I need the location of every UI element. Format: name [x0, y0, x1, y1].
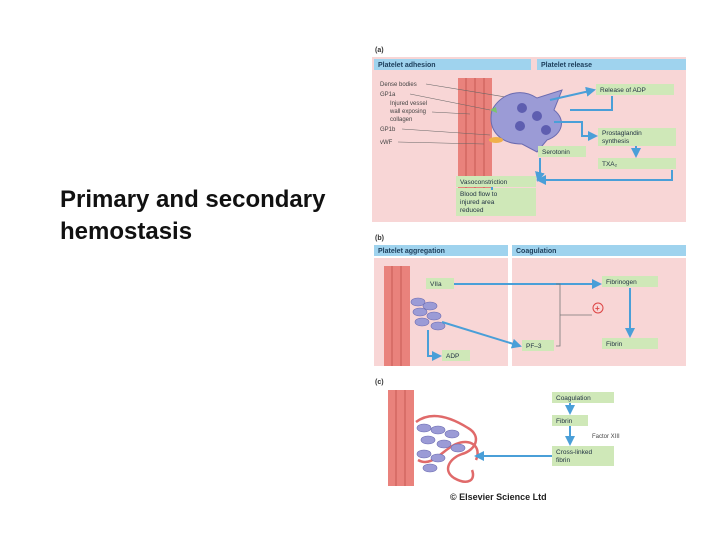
coagulation-header: Coagulation — [516, 248, 556, 255]
aggregated-platelet-2 — [422, 301, 438, 311]
dense-body-2 — [532, 111, 542, 121]
arrow-platelets-to-pf3 — [441, 321, 522, 349]
clot-platelet-5 — [436, 439, 452, 449]
panel-b-header-left-bar — [374, 245, 508, 256]
platelet-adhesion-header: Platelet adhesion — [378, 62, 436, 69]
blood-flow-label-1: Blood flow to — [460, 191, 498, 198]
blood-flow-label-3: reduced — [460, 207, 484, 214]
viia-box — [426, 278, 454, 289]
fibrin-box-b — [602, 338, 658, 349]
fibrin-label-b: Fibrin — [606, 341, 623, 348]
txa2-label: TXA₂ — [602, 161, 618, 168]
aggregated-platelet-1 — [410, 297, 426, 307]
arrow-adp-loop — [570, 96, 613, 111]
blood-flow-box — [456, 188, 536, 216]
clot-platelet-4 — [420, 435, 436, 445]
vwf-molecule — [489, 137, 503, 143]
aggregated-platelet-3 — [412, 307, 428, 317]
vessel-wall-b — [384, 266, 410, 366]
pointer-dense-bodies — [425, 83, 513, 99]
label-dense-bodies: Dense bodies — [380, 82, 417, 88]
arrow-txa2-to-vaso — [536, 170, 673, 185]
fibrin-label-c: Fibrin — [556, 418, 573, 425]
clot-platelet-8 — [430, 453, 446, 463]
copyright-notice: © Elsevier Science Ltd — [450, 492, 547, 502]
release-adp-label: Release of ADP — [600, 87, 646, 94]
serotonin-box — [538, 146, 586, 157]
clot-platelet-7 — [416, 449, 432, 459]
aggregated-platelet-4 — [426, 311, 442, 321]
label-gp1b: GP1b — [380, 127, 396, 133]
dense-body-1 — [517, 103, 527, 113]
label-vwf: vWF — [380, 140, 393, 146]
gp1a-receptor — [490, 107, 497, 113]
crosslinked-fibrin-box — [552, 446, 614, 466]
vasoconstriction-box — [456, 176, 536, 187]
panel-a-header-right-bar — [537, 59, 686, 70]
panel-b-header-right-bar — [512, 245, 686, 256]
label-collagen: collagen — [390, 117, 412, 123]
coagulation-box-c — [552, 392, 614, 403]
factor-xiii-label: Factor XIII — [592, 434, 620, 440]
fibrinogen-box — [602, 276, 658, 287]
plus-sign: + — [595, 304, 600, 313]
arrow-to-release-adp — [549, 86, 596, 101]
serotonin-label: Serotonin — [542, 149, 570, 156]
fibrin-mesh-strand-1 — [415, 414, 478, 483]
dense-body-4 — [541, 125, 551, 135]
crosslinked-label-2: fibrin — [556, 457, 570, 464]
fibrin-box-c — [552, 415, 588, 426]
prostaglandin-label-1: Prostaglandin — [602, 130, 642, 137]
arrow-bracket — [556, 283, 592, 347]
activated-platelet — [490, 89, 563, 153]
clot-platelet-9 — [422, 463, 438, 473]
aggregated-platelet-6 — [430, 321, 446, 331]
txa2-box — [598, 158, 676, 169]
platelet-release-header: Platelet release — [541, 62, 592, 69]
aggregated-platelet-5 — [414, 317, 430, 327]
panel-c-letter: (c) — [375, 379, 384, 386]
coagulation-label-c: Coagulation — [556, 395, 591, 402]
pointer-gp1a — [409, 93, 491, 111]
arrow-platelets-to-adp — [427, 330, 442, 361]
viia-label: VIIa — [430, 281, 442, 288]
adp-label: ADP — [446, 353, 459, 360]
crosslinked-label-1: Cross-linked — [556, 449, 593, 456]
blood-flow-label-2: injured area — [460, 199, 495, 206]
pf3-box — [522, 340, 554, 351]
arrow-to-prostaglandin — [554, 121, 598, 141]
platelet-aggregation-header: Platelet aggregation — [378, 248, 445, 255]
clot-platelet-1 — [416, 423, 432, 433]
prostaglandin-label-2: synthesis — [602, 138, 630, 145]
vasoconstriction-label: Vasoconstriction — [460, 179, 508, 186]
label-gp1a: GP1a — [380, 92, 396, 98]
clot-platelet-3 — [444, 429, 460, 439]
pf3-label: PF–3 — [526, 343, 542, 350]
adp-box — [442, 350, 470, 361]
clot-platelet-2 — [430, 425, 446, 435]
plus-sign-circle — [592, 302, 604, 314]
release-adp-box — [596, 84, 674, 95]
panel-a-header-left-bar — [374, 59, 531, 70]
pointer-injured-wall — [431, 111, 471, 115]
slide-title: Primary and secondary hemostasis — [60, 186, 326, 245]
clot-platelet-6 — [450, 443, 466, 453]
label-injured-vessel: Injured vessel — [390, 101, 427, 107]
prostaglandin-box — [598, 128, 676, 146]
pointer-vwf — [397, 141, 485, 145]
vessel-wall-c — [388, 390, 414, 486]
hemostasis-figure: (a) Platelet adhesion Platelet release D… — [372, 47, 686, 502]
label-wall-exposing: wall exposing — [389, 109, 426, 115]
dense-body-3 — [515, 121, 525, 131]
pointer-gp1b — [401, 128, 491, 136]
panel-b-letter: (b) — [375, 235, 384, 242]
panel-a-letter: (a) — [375, 47, 384, 54]
fibrinogen-label: Fibrinogen — [606, 279, 637, 286]
